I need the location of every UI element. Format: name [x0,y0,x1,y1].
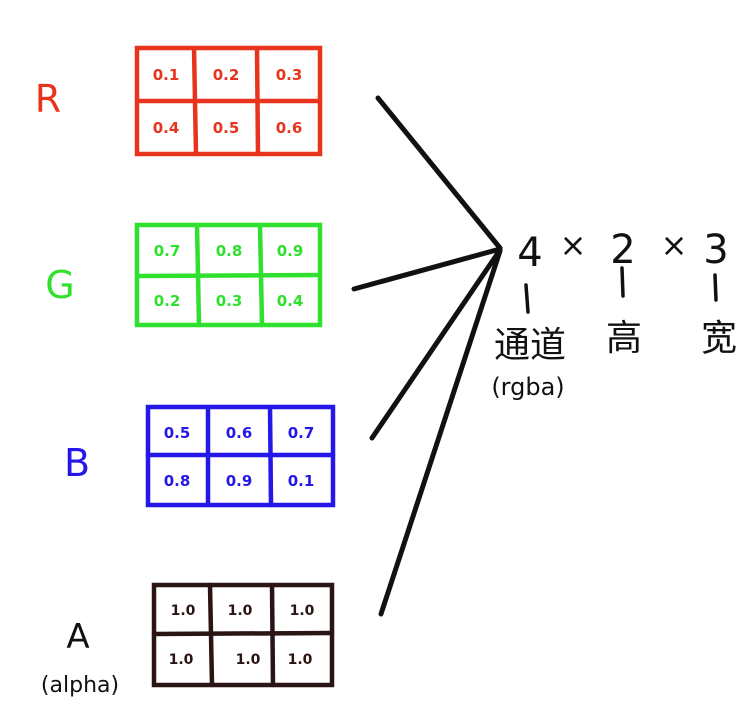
cell-value: 0.5 [213,119,240,137]
channel-b: B 0.5 0.6 0.7 0.8 0.9 0.1 [64,404,336,508]
cell-value: 1.0 [169,652,194,668]
tick-mark [713,273,718,302]
cell-value: 1.0 [236,652,261,668]
cell-value: 0.4 [153,119,180,137]
channels-sublabel: (rgba) [491,373,564,401]
channel-b-grid [145,404,336,508]
connector-line-r [375,95,503,251]
grid-col-divider [267,404,274,508]
cell-value: 0.9 [277,242,304,260]
times-sign: × [560,226,587,264]
dimension-expression: 4 × 2 × 3 通道 (rgba) 高 宽 [491,226,737,401]
channel-g-label: G [45,263,74,307]
cell-value: 0.1 [153,66,180,84]
connector-line-b [369,247,503,441]
cell-value: 0.8 [164,472,191,490]
cell-value: 0.7 [288,424,315,442]
grid-col-divider [269,582,276,688]
height-label: 高 [606,318,642,359]
cell-value: 0.5 [164,424,191,442]
channel-a-grid [151,582,335,688]
cell-value: 1.0 [288,652,313,668]
channel-r-label: R [35,77,61,121]
grid-col-divider [257,222,265,328]
cell-value: 0.6 [276,119,303,137]
cell-value: 0.2 [213,66,240,84]
connector-line-a [378,248,503,617]
cell-value: 0.8 [216,242,243,260]
cell-value: 0.3 [276,66,303,84]
channel-g-grid [134,222,323,328]
channel-a-sublabel: (alpha) [41,673,119,698]
channel-a: A (alpha) 1.0 1.0 1.0 1.0 1.0 1.0 [41,582,335,698]
converging-lines [351,95,503,617]
grid-row-divider [151,630,335,637]
channel-r: R 0.1 0.2 0.3 0.4 0.5 0.6 [35,45,323,157]
width-label: 宽 [701,318,737,359]
channel-b-label: B [64,441,90,485]
connector-line-g [351,246,503,292]
cell-value: 0.6 [226,424,253,442]
times-sign: × [661,226,688,264]
cell-value: 1.0 [228,603,253,619]
channel-a-label: A [66,617,89,657]
grid-col-divider [207,582,215,688]
tick-mark [620,266,625,298]
grid-col-divider [194,222,202,328]
cell-value: 0.2 [154,292,181,310]
dim-width-value: 3 [703,227,728,273]
grid-col-divider [191,45,199,157]
channel-g: G 0.7 0.8 0.9 0.2 0.3 0.4 [45,222,323,328]
dim-height-value: 2 [610,227,635,273]
cell-value: 0.7 [154,242,181,260]
tick-mark [524,283,530,314]
grid-row-divider [134,272,323,279]
channels-label: 通道 [494,325,566,366]
cell-value: 0.3 [216,292,243,310]
cell-value: 1.0 [290,603,315,619]
dim-channels-value: 4 [517,230,542,276]
cell-value: 0.1 [288,472,315,490]
grid-col-divider [254,45,261,157]
cell-value: 1.0 [171,603,196,619]
cell-value: 0.9 [226,472,253,490]
channel-r-grid [134,45,323,157]
cell-value: 0.4 [277,292,304,310]
